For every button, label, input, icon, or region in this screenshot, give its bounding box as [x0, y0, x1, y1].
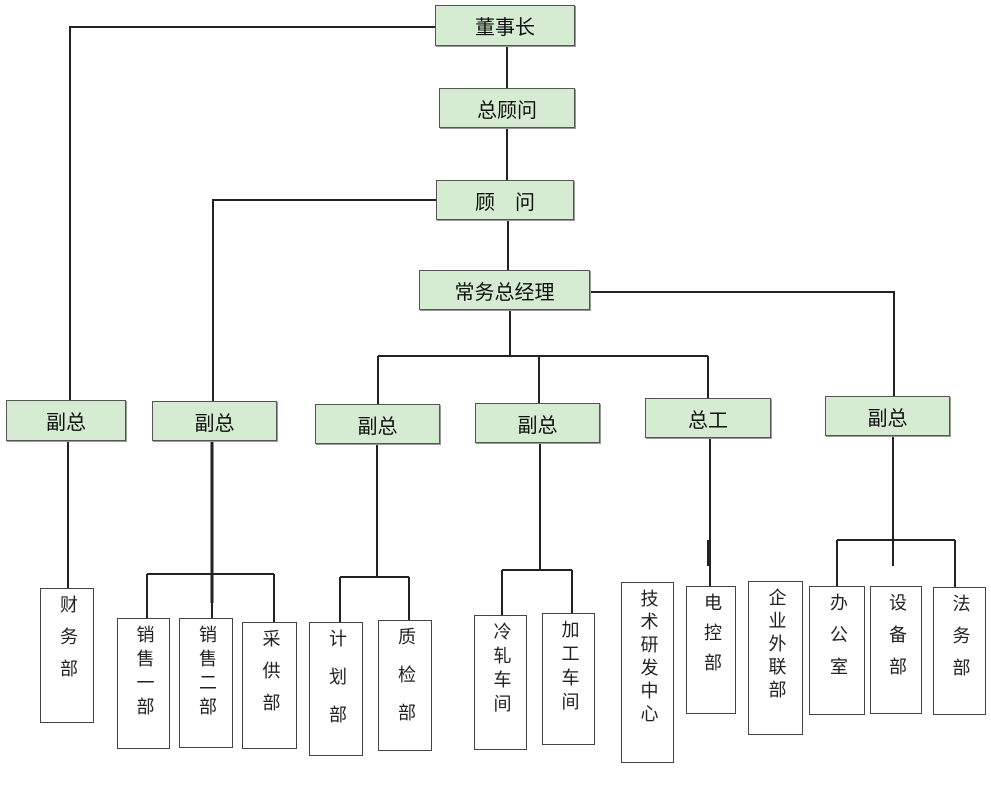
node-vp-workshop: 副总 [475, 403, 600, 443]
dept-external-relations: 企业外联部 [748, 581, 803, 735]
node-vp-admin: 副总 [825, 396, 950, 436]
node-vp-finance: 副总 [6, 400, 126, 441]
node-vp-production: 副总 [315, 404, 440, 444]
dept-finance: 财务部 [40, 588, 94, 723]
node-vp-sales: 副总 [152, 401, 277, 441]
connector-advisor-vp-sales [212, 199, 436, 401]
node-chairman: 董事长 [435, 5, 575, 46]
dept-office: 办公室 [809, 586, 865, 715]
node-chief-engineer: 总工 [645, 398, 771, 438]
dept-electrical: 电控部 [686, 586, 736, 714]
dept-sales-1: 销售一部 [117, 618, 170, 749]
dept-equipment: 设备部 [870, 586, 922, 714]
dept-sales-2: 销售二部 [179, 618, 233, 748]
dept-planning: 计划部 [309, 622, 363, 756]
dept-rnd: 技术研发中心 [621, 582, 674, 763]
dept-quality: 质检部 [378, 620, 432, 751]
connector-chairman-vp-finance [69, 26, 435, 400]
node-advisor: 顾 问 [436, 180, 574, 220]
dept-legal: 法务部 [933, 587, 986, 715]
connector-gm-vp-admin [590, 291, 895, 396]
dept-purchasing: 采供部 [242, 622, 297, 749]
node-executive-gm: 常务总经理 [419, 270, 590, 310]
node-chief-advisor: 总顾问 [439, 88, 575, 128]
dept-cold-rolling: 冷轧车间 [474, 615, 527, 750]
dept-processing: 加工车间 [542, 613, 595, 745]
